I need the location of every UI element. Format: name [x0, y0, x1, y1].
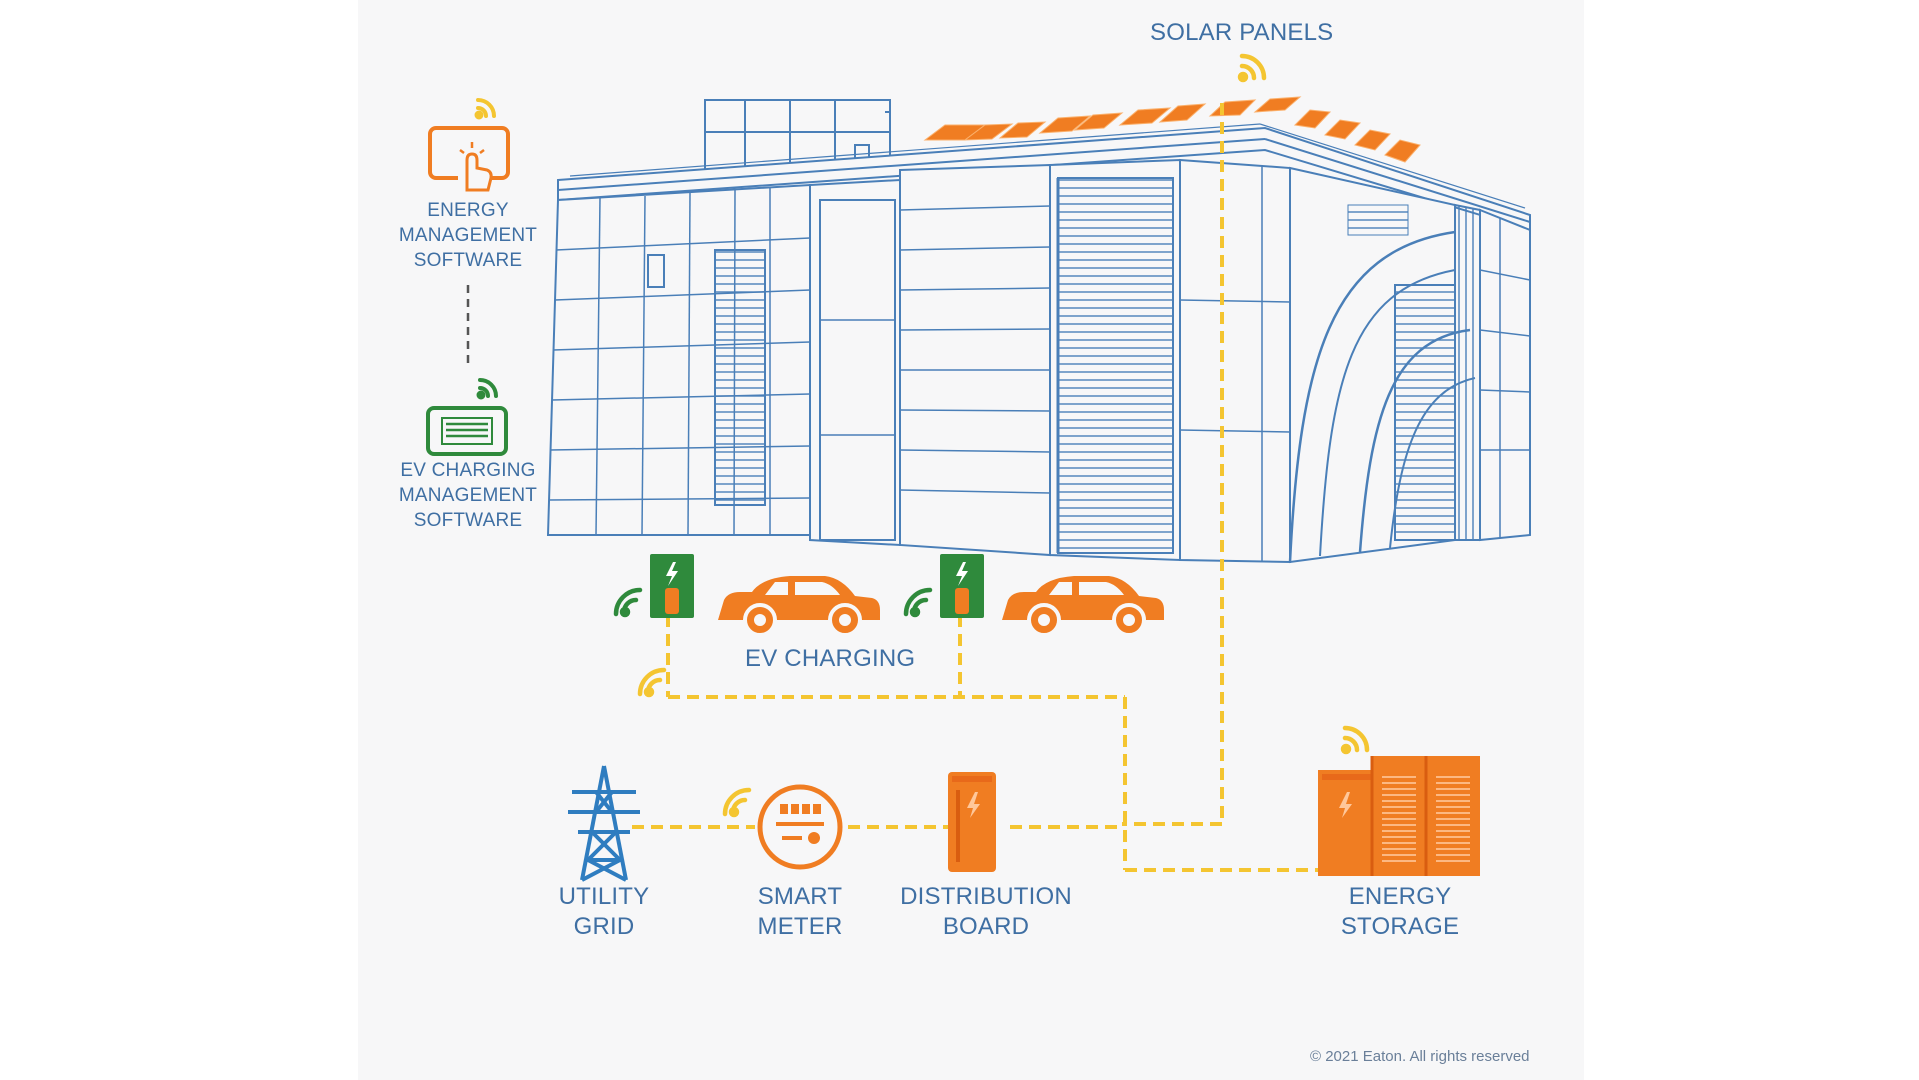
utility-grid-label-line: GRID	[573, 913, 635, 940]
energy-management-label-line: MANAGEMENT	[398, 225, 538, 246]
smart-meter-icon	[757, 784, 843, 870]
energy-management-icon	[428, 126, 510, 192]
ev-charging-management-icon	[426, 406, 508, 456]
power-connectors	[632, 103, 1322, 872]
ev-charging-management-label-line: MANAGEMENT	[398, 485, 538, 506]
distribution-board-label: DISTRIBUTION BOARD	[886, 882, 1086, 942]
energy-management-label-line: ENERGY	[427, 200, 509, 221]
energy-storage-label: ENERGY STORAGE	[1320, 882, 1480, 942]
energy-storage-label-line: STORAGE	[1340, 913, 1460, 940]
ev-charging-label: EV CHARGING	[745, 645, 916, 672]
distribution-board-icon	[948, 772, 996, 872]
ev-charger-icon	[940, 554, 984, 618]
car-icon	[1002, 576, 1164, 637]
utility-grid-label: UTILITY GRID	[540, 882, 668, 942]
distribution-board-label-line: BOARD	[942, 913, 1030, 940]
distribution-board-label-line: DISTRIBUTION	[900, 883, 1072, 910]
energy-management-label: ENERGY MANAGEMENT SOFTWARE	[398, 198, 538, 273]
car-icon	[718, 576, 880, 637]
smart-meter-label: SMART METER	[736, 882, 864, 942]
energy-storage-label-line: ENERGY	[1348, 883, 1452, 910]
solar-panels	[923, 96, 1421, 163]
wifi-signal-icon	[1340, 725, 1370, 755]
wifi-signal-icon	[613, 587, 643, 618]
ev-charging-management-label: EV CHARGING MANAGEMENT SOFTWARE	[393, 458, 543, 533]
solar-panels-label: SOLAR PANELS	[1150, 19, 1334, 46]
wifi-signal-icon	[903, 587, 933, 618]
copyright-notice: © 2021 Eaton. All rights reserved	[1310, 1048, 1530, 1065]
wifi-signal-icon	[637, 667, 667, 698]
transmission-tower-icon	[568, 765, 640, 882]
energy-storage-icon	[1318, 756, 1480, 876]
energy-management-label-line: SOFTWARE	[413, 250, 523, 271]
smart-meter-label-line: SMART	[757, 883, 843, 910]
ev-charging-management-label-line: EV CHARGING	[400, 460, 536, 481]
wifi-signal-icon	[474, 98, 496, 120]
wifi-signal-icon	[1237, 53, 1267, 83]
wifi-signal-icon	[722, 787, 752, 818]
ev-charger-icon	[650, 554, 694, 618]
ev-charging-management-label-line: SOFTWARE	[413, 510, 523, 531]
utility-grid-label-line: UTILITY	[558, 883, 650, 910]
wifi-signal-icon	[476, 378, 498, 400]
building	[546, 99, 1531, 564]
smart-meter-label-line: METER	[757, 913, 843, 940]
